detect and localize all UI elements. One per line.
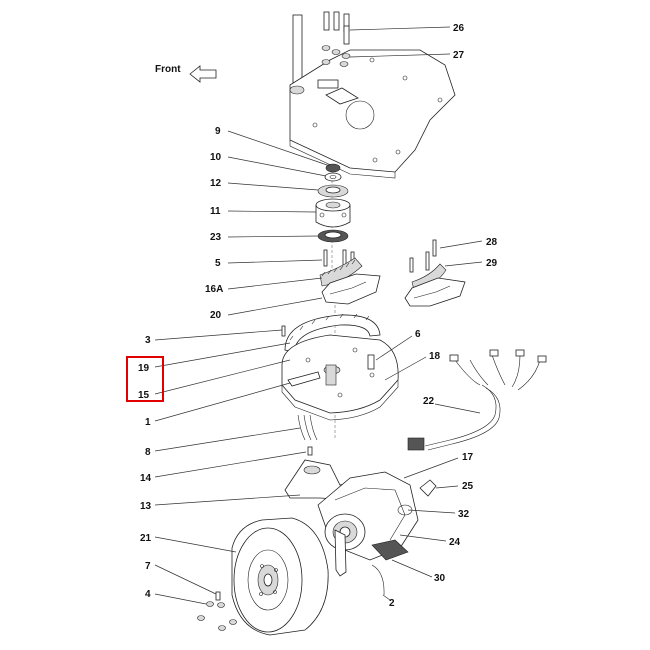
bearing-12: [317, 184, 349, 198]
wheel-21: [231, 517, 329, 636]
callout-22: 22: [423, 396, 435, 407]
callout-2: 2: [389, 598, 395, 609]
callout-28: 28: [486, 237, 498, 248]
callout-16a: 16A: [205, 284, 223, 295]
callout-19: 19: [138, 363, 150, 374]
fitting-14: [307, 446, 313, 456]
washer-10: [324, 172, 342, 182]
bolts-28: [409, 239, 437, 273]
callout-8: 8: [145, 447, 151, 458]
highlight-box: [126, 356, 164, 402]
harness-22: [407, 349, 547, 451]
bolt-7: [215, 591, 221, 601]
front-arrow-icon: [189, 65, 217, 83]
callout-10: 10: [210, 152, 222, 163]
guard-inset: [404, 277, 466, 307]
callout-14: 14: [140, 473, 152, 484]
callout-4: 4: [145, 589, 151, 600]
callout-9: 9: [215, 126, 221, 137]
lever-30: [334, 529, 347, 577]
washers-27: [321, 45, 351, 67]
callout-24: 24: [449, 537, 461, 548]
leader-lines: [154, 26, 483, 605]
bolts-26: [323, 11, 350, 45]
callout-3: 3: [145, 335, 151, 346]
callout-12: 12: [210, 178, 222, 189]
callout-25: 25: [462, 481, 474, 492]
callout-17: 17: [462, 452, 474, 463]
wires-8: [297, 414, 318, 441]
clip-25: [419, 479, 437, 497]
callout-7: 7: [145, 561, 151, 572]
callout-27: 27: [453, 50, 465, 61]
front-direction-label: Front: [155, 64, 181, 75]
lug-nuts-4: [197, 601, 237, 631]
bolt-3: [281, 325, 286, 337]
bracket-1: [287, 371, 321, 387]
shaft-stub: [325, 364, 337, 386]
callout-29: 29: [486, 258, 498, 269]
callout-1: 1: [145, 417, 151, 428]
callout-23: 23: [210, 232, 222, 243]
callout-6: 6: [415, 329, 421, 340]
callout-32: 32: [458, 509, 470, 520]
bracket-24: [371, 539, 409, 561]
hub-11: [315, 198, 351, 228]
callout-26: 26: [453, 23, 465, 34]
guard-20: [321, 273, 381, 305]
callout-20: 20: [210, 310, 222, 321]
callout-15: 15: [138, 390, 150, 401]
cable-2: [371, 564, 385, 596]
callout-18: 18: [429, 351, 441, 362]
ring-gear-19: [284, 313, 381, 353]
callout-21: 21: [140, 533, 152, 544]
chassis-plate: [289, 14, 456, 179]
bearing-23: [317, 229, 349, 243]
callout-11: 11: [210, 206, 221, 217]
callout-30: 30: [434, 573, 446, 584]
pin-6: [367, 354, 375, 370]
callout-5: 5: [215, 258, 221, 269]
callout-13: 13: [140, 501, 152, 512]
